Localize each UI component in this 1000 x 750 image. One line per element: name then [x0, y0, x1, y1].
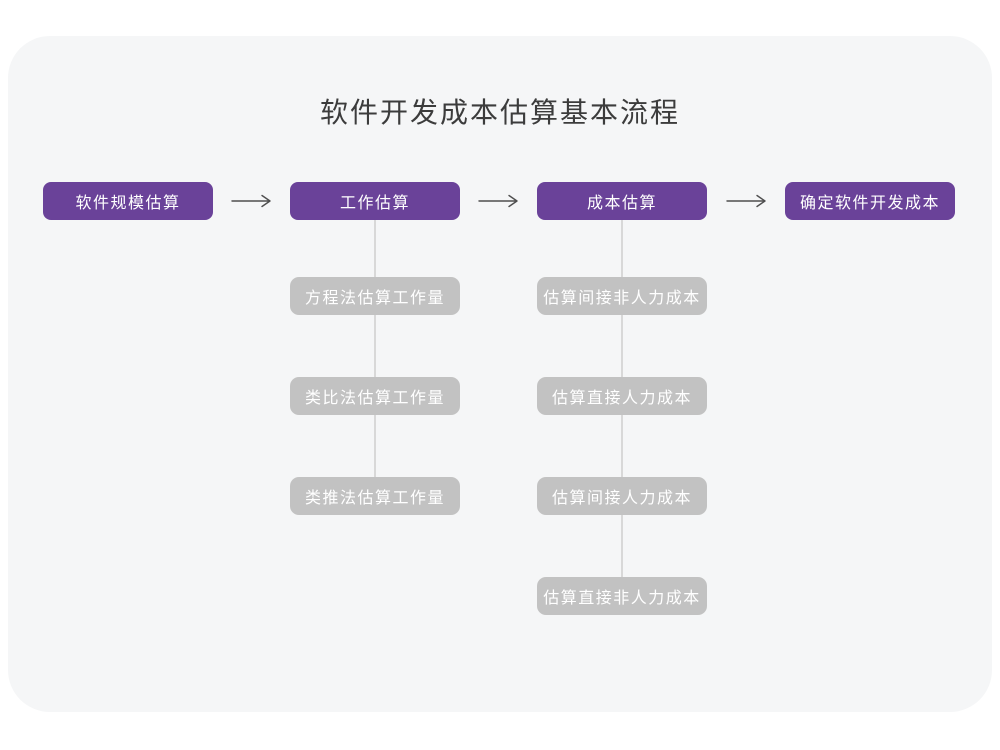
- substep-box-extrapolation-method: 类推法估算工作量: [290, 477, 460, 515]
- substep-box-equation-method: 方程法估算工作量: [290, 277, 460, 315]
- stage-box-cost-estimation: 成本估算: [537, 182, 707, 220]
- stage-box-work-estimation: 工作估算: [290, 182, 460, 220]
- flowchart-card: [8, 36, 992, 712]
- substep-box-direct-labor-cost: 估算直接人力成本: [537, 377, 707, 415]
- connector-line-work-estimation: [374, 220, 376, 496]
- substep-box-direct-non-labor-cost: 估算直接非人力成本: [537, 577, 707, 615]
- arrow-right-icon: [478, 194, 518, 208]
- arrow-right-icon: [231, 194, 271, 208]
- substep-box-indirect-labor-cost: 估算间接人力成本: [537, 477, 707, 515]
- substep-box-indirect-non-labor-cost: 估算间接非人力成本: [537, 277, 707, 315]
- stage-box-determine-development-cost: 确定软件开发成本: [785, 182, 955, 220]
- page-title: 软件开发成本估算基本流程: [319, 97, 680, 128]
- stage-box-software-size-estimation: 软件规模估算: [43, 182, 213, 220]
- arrow-right-icon: [726, 194, 766, 208]
- substep-box-analogy-method: 类比法估算工作量: [290, 377, 460, 415]
